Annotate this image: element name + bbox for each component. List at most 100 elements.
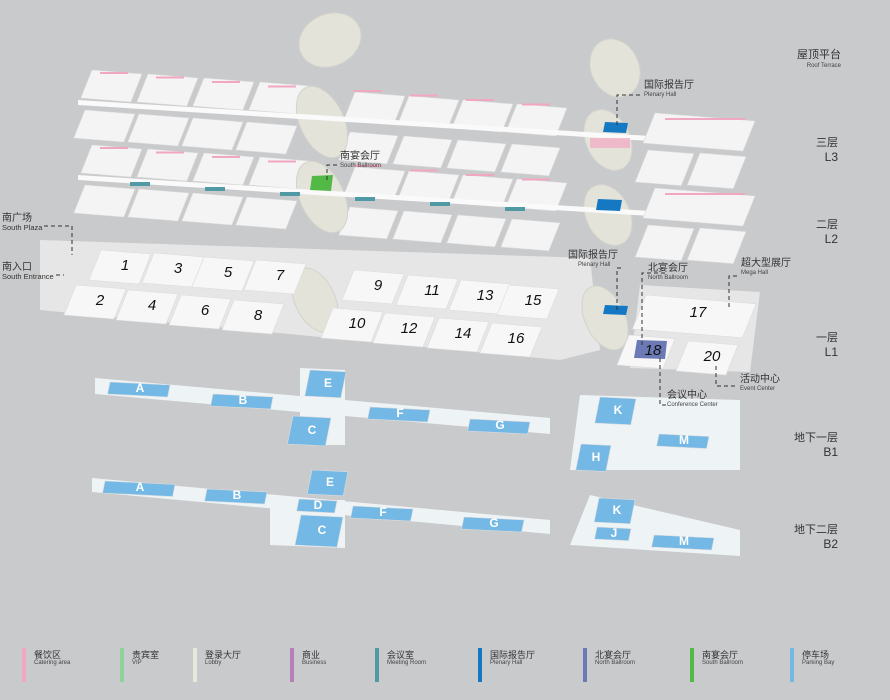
level-l1-en: L1 <box>825 345 839 359</box>
parking-bay-M <box>656 433 710 449</box>
plenary-l1-en: Plenary Hall <box>578 262 610 268</box>
parking-letter: F <box>379 505 386 519</box>
legend-label-en: Lobby <box>205 660 222 666</box>
hall-10 <box>320 307 384 343</box>
meeting-room <box>280 192 300 196</box>
meeting-room <box>505 207 525 211</box>
hall-block <box>446 214 507 248</box>
hall-block <box>127 113 190 147</box>
south-plaza-en: South Plaza <box>2 223 43 232</box>
parking-letter: E <box>324 376 332 390</box>
conference-center-en: Conference Center <box>667 402 718 408</box>
south-ballroom-cn: 南宴会厅 <box>340 149 380 162</box>
south-entrance-en: South Entrance <box>2 272 54 281</box>
legend-label-en: South Ballroom <box>702 660 744 666</box>
legend-label-cn: 北宴会厅 <box>595 651 632 661</box>
hall-block <box>451 99 514 133</box>
conference-center-cn: 会议中心 <box>667 388 707 401</box>
level-l3-cn: 三层 <box>816 136 838 149</box>
catering-area <box>665 118 745 120</box>
catering-area <box>410 94 438 97</box>
hall-15 <box>496 284 560 320</box>
legend-label-cn: 登录大厅 <box>205 651 242 661</box>
legend-swatch <box>478 648 482 682</box>
parking-letter: B <box>239 393 248 407</box>
hall-number: 17 <box>690 304 707 321</box>
level-b2-en: B2 <box>823 537 838 551</box>
hall-number: 6 <box>201 302 210 319</box>
catering-area <box>100 147 128 149</box>
hall-block <box>192 152 255 186</box>
floor-shapes <box>40 12 760 556</box>
hall-block <box>634 224 695 261</box>
parking-bay-C <box>294 514 344 548</box>
legend: 餐饮区 Catering area 贵宾室 VIP 登录大厅 Lobby 商业 … <box>0 648 890 688</box>
parking-letter: F <box>396 406 403 420</box>
hall-block <box>686 227 747 264</box>
parking-bay-G <box>467 418 531 435</box>
parking-bay-J <box>594 526 632 542</box>
parking-bay-F <box>367 406 431 423</box>
legend-label-en: Parking Bay <box>802 660 835 666</box>
south-entrance-cn: 南入口 <box>2 260 32 273</box>
catering-area <box>665 193 745 195</box>
plenary-l3-cn: 国际报告厅 <box>644 78 694 91</box>
hall-block <box>500 143 561 177</box>
hall-9 <box>341 269 405 305</box>
oval-dome <box>298 12 362 68</box>
hall-number: 14 <box>455 325 472 342</box>
legend-swatch <box>290 648 294 682</box>
legend-swatch <box>375 648 379 682</box>
hall-block <box>127 188 190 222</box>
hall-number: 7 <box>276 267 285 284</box>
legend-label-cn: 南宴会厅 <box>702 651 739 661</box>
hall-number: 15 <box>525 292 542 309</box>
parking-bay-K <box>594 396 637 426</box>
parking-letter: H <box>592 450 601 464</box>
catering-area <box>466 174 494 176</box>
meeting-room <box>205 187 225 191</box>
plenary-l3-en: Plenary Hall <box>644 92 676 98</box>
hall-number: 3 <box>174 260 183 277</box>
level-b1-en: B1 <box>823 445 838 459</box>
catering-area <box>212 156 240 158</box>
hall-number: 2 <box>95 292 105 309</box>
parking-letter: A <box>136 381 145 395</box>
parking-bay-F <box>350 505 414 522</box>
legend-label-cn: 餐饮区 <box>34 651 62 661</box>
mega-hall-en: Mega Hall <box>741 270 768 276</box>
venue-floor-map: 屋顶平台 Roof Terrace 三层 L3 二层 L2 一层 L1 地下一层… <box>2 12 842 556</box>
hall-block <box>446 139 507 173</box>
legend-swatch <box>120 648 124 682</box>
catering-area <box>522 103 550 106</box>
hall-block <box>73 109 136 143</box>
hall-number: 5 <box>224 264 233 281</box>
south-ballroom-en: South Ballroom <box>340 163 381 169</box>
hall-number: 9 <box>374 277 383 294</box>
legend-label-en: Business <box>302 660 327 666</box>
meeting-room <box>430 202 450 206</box>
legend-label-en: Plenary Hall <box>490 660 523 666</box>
legend-label-cn: 贵宾室 <box>132 651 160 661</box>
hall-block <box>392 210 453 244</box>
plenary-l1-cn: 国际报告厅 <box>568 248 618 261</box>
catering-area <box>590 138 630 148</box>
hall-7 <box>243 259 307 295</box>
level-roof-en: Roof Terrace <box>807 63 842 69</box>
parking-bay-D <box>296 498 338 514</box>
hall-number: 13 <box>477 287 494 304</box>
legend-label-cn: 停车场 <box>802 651 830 661</box>
level-l2-cn: 二层 <box>816 218 838 231</box>
catering-area <box>212 81 240 83</box>
hall-block <box>73 184 136 218</box>
parking-letter: C <box>308 423 317 437</box>
legend-label-en: Catering area <box>34 660 71 666</box>
catering-area <box>522 178 550 181</box>
level-l3-en: L3 <box>825 150 839 164</box>
parking-letter: M <box>679 534 689 548</box>
oval-dome <box>583 184 633 246</box>
parking-letter: K <box>614 403 623 417</box>
parking-bay-G <box>461 516 525 533</box>
hall-16 <box>479 322 543 358</box>
